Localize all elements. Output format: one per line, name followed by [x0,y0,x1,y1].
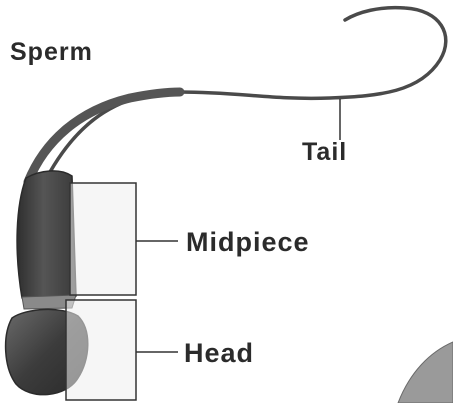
tail-label: Tail [302,140,347,165]
head-bracket [66,300,136,400]
midpiece-bracket [70,183,136,295]
diagram-title: Sperm [10,40,93,65]
midpiece-label: Midpiece [186,229,310,256]
sperm-tail [50,8,446,172]
sperm-midpiece [17,171,76,303]
corner-structure [398,342,453,403]
head-label: Head [184,340,254,367]
